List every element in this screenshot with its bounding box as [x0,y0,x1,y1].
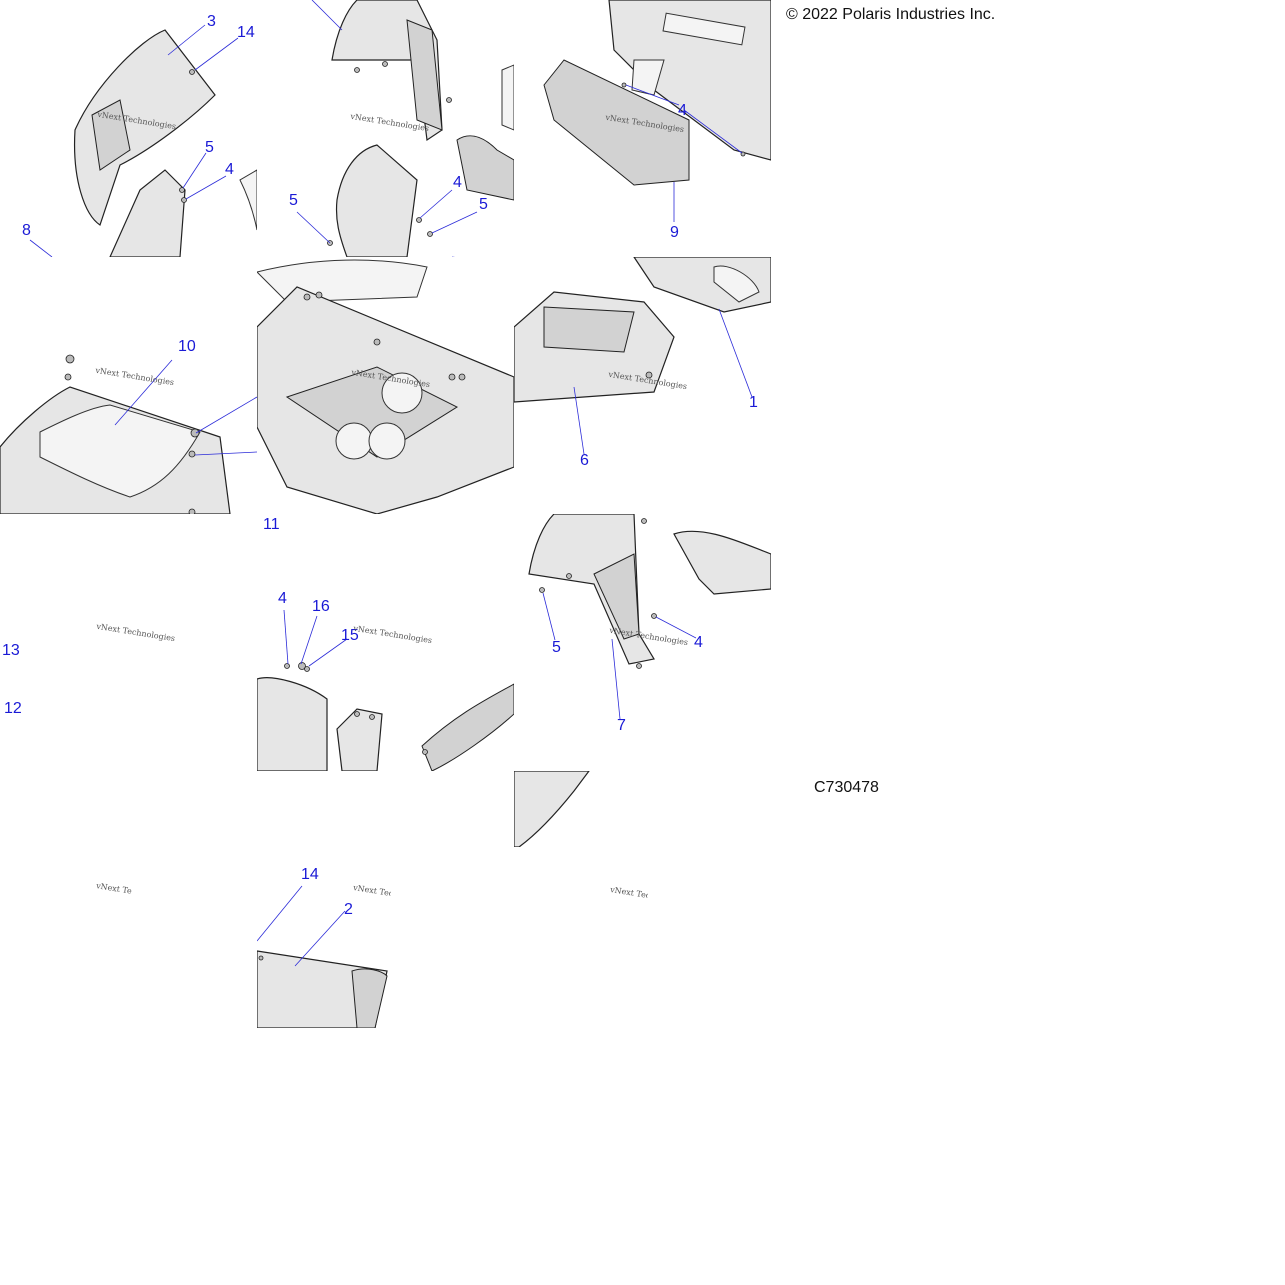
callout-14: 14 [301,866,319,883]
callout-5: 5 [289,192,298,209]
diagram-tile-fender [257,0,514,257]
callout-7: 7 [617,717,626,734]
diagram-tile-front-grille [514,0,771,257]
diagram-tile-hood-panel [0,257,257,514]
callout-12: 12 [4,700,22,717]
front-fender-drawing [528,514,771,720]
diagram-tile-bumper [514,257,771,514]
callout-13: 13 [2,642,20,659]
callout-10: 10 [178,338,196,355]
fender-edge-drawing [514,771,590,847]
callout-11: 11 [263,516,280,533]
frame-drawing [257,259,514,514]
front-grille-drawing [543,0,771,222]
diagram-tile-front-fender [514,514,771,771]
hood-panel-drawing [0,354,257,514]
callout-4: 4 [225,161,234,178]
callout-14: 14 [237,24,255,41]
callout-16: 16 [312,598,330,615]
watermark: vNext Technologies [95,621,176,644]
callout-4: 4 [678,102,687,119]
callout-3: 3 [207,13,216,30]
callout-9: 9 [670,224,679,241]
callout-15: 15 [341,627,359,644]
diagram-tile-side-panels [257,514,514,771]
callout-5: 5 [552,639,561,656]
callout-8: 8 [22,222,31,239]
diagram-tile-rear-panel [257,771,514,1028]
diagram-tile-frame [257,257,514,514]
bumper-drawing [514,257,771,455]
callout-4: 4 [453,174,462,191]
hood-drawing [29,24,257,257]
callout-5: 5 [205,139,214,156]
side-panels-drawing [257,609,514,771]
copyright-text: © 2022 Polaris Industries Inc. [786,6,996,23]
diagram-tile-hood-top [0,0,257,257]
callout-4: 4 [278,590,287,607]
rear-panel-drawing [257,885,388,1028]
callout-1: 1 [749,394,758,411]
callout-4: 4 [694,634,703,651]
diagram-tile-fender-edge [514,771,771,847]
callout-5: 5 [479,196,488,213]
callout-6: 6 [580,452,589,469]
fender-drawing [296,0,514,257]
callout-2: 2 [344,901,353,918]
watermark: vNext Technologies [95,881,133,896]
figure-code: C730478 [814,779,879,796]
watermark: vNext Technologies [609,885,649,900]
